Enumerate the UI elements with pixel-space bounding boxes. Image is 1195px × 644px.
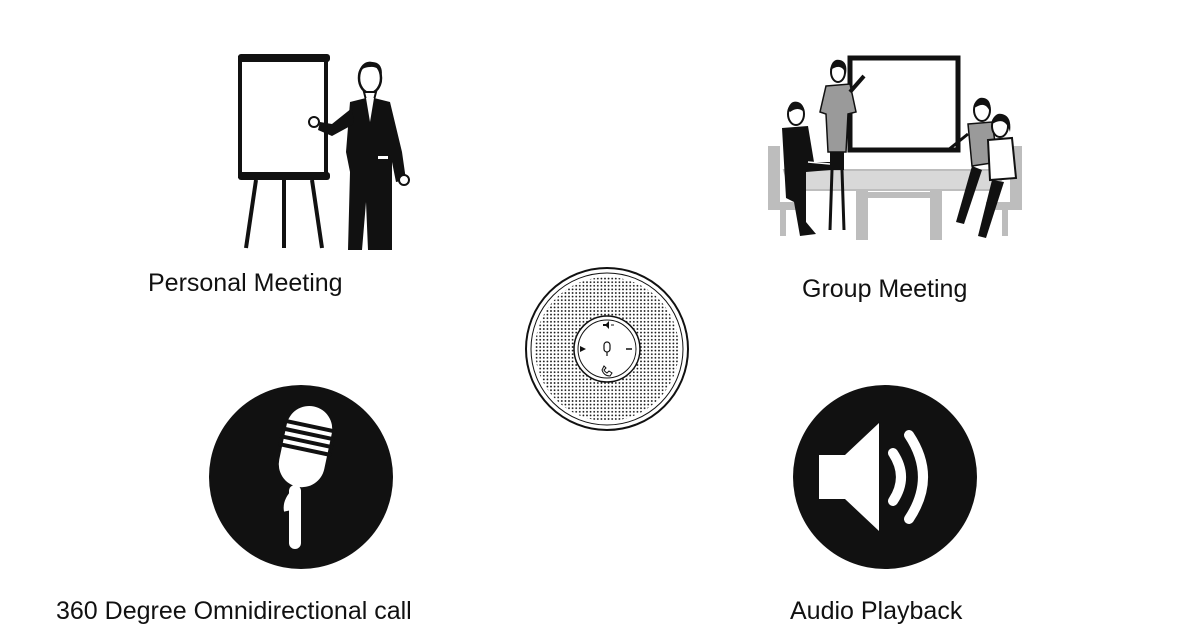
microphone-icon [207, 383, 395, 571]
conference-speakerphone-icon [524, 266, 690, 432]
speaker-volume-icon [791, 383, 979, 571]
omnidirectional-call-label: 360 Degree Omnidirectional call [56, 597, 412, 625]
presenter-flipchart-icon [236, 52, 426, 252]
group-meeting-label: Group Meeting [802, 275, 968, 303]
volume-minus-left-icon [580, 346, 586, 352]
personal-meeting-label: Personal Meeting [148, 269, 343, 297]
conference-table-icon [760, 52, 1030, 247]
volume-up-icon [603, 321, 614, 329]
audio-playback-label: Audio Playback [790, 597, 963, 625]
phone-icon [601, 365, 613, 377]
mute-mic-icon [603, 341, 611, 356]
